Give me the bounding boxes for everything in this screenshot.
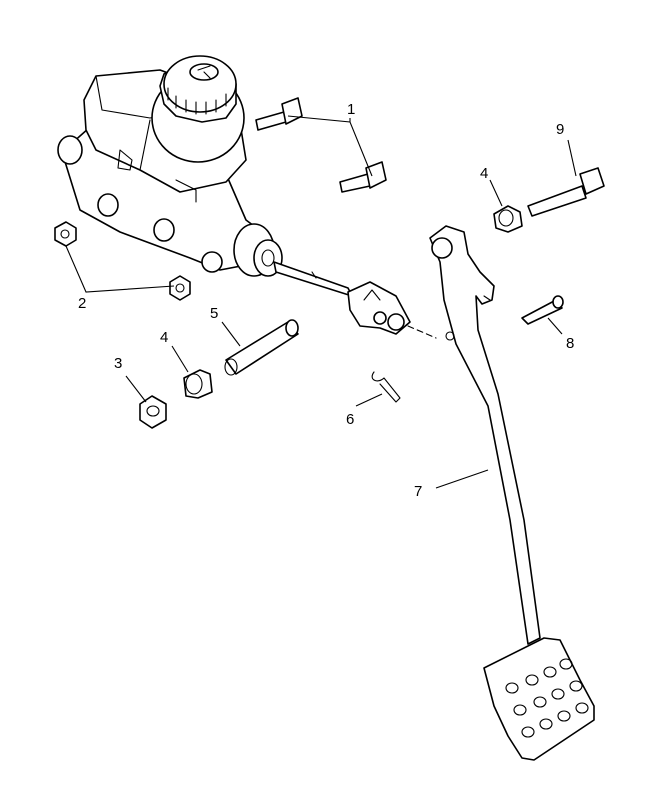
pedal-pad-holes (505, 658, 589, 738)
callout-4-right: 4 (480, 165, 488, 182)
pedal-arm (429, 225, 541, 645)
pedal-pad (483, 637, 595, 761)
pivot-bolt (527, 167, 605, 217)
callout-9: 9 (556, 121, 564, 138)
spring-clip (371, 371, 401, 403)
master-cylinder (57, 55, 411, 335)
callout-3: 3 (114, 355, 122, 372)
nut-lower (139, 395, 167, 429)
nut-left (54, 221, 77, 247)
bolt-lower (339, 161, 387, 193)
callout-6: 6 (346, 411, 354, 428)
pin-alignment-line (407, 325, 437, 339)
bolt-upper (255, 97, 303, 131)
bushing-left (183, 369, 213, 399)
callout-8: 8 (566, 335, 574, 352)
callout-5: 5 (210, 305, 218, 322)
nut-right (169, 275, 191, 301)
spacer-sleeve (224, 319, 299, 376)
bushing-right (493, 205, 523, 233)
callout-1: 1 (347, 101, 355, 118)
pivot-pin (521, 295, 564, 325)
callout-7: 7 (414, 483, 422, 500)
callout-2: 2 (78, 295, 86, 312)
callout-4-left: 4 (160, 329, 168, 346)
callout-leaders (65, 115, 577, 489)
